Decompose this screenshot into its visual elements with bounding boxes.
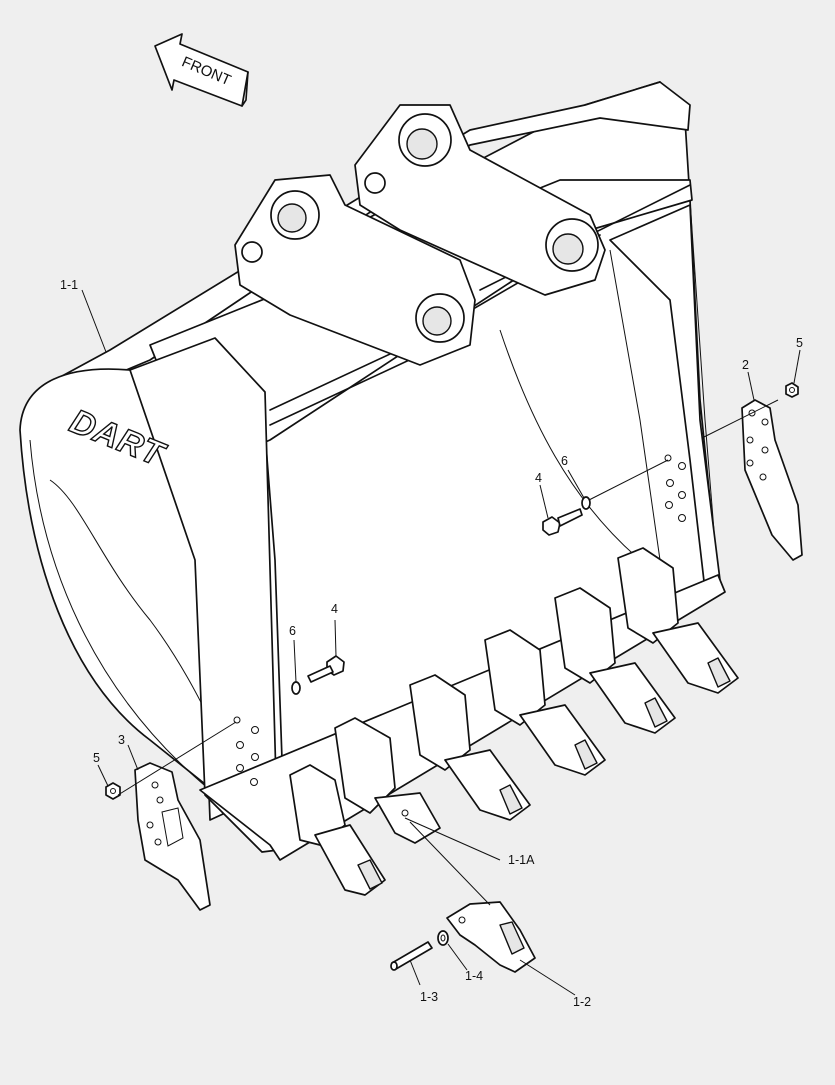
callout-4-right: 4 (535, 471, 542, 485)
nut-left (105, 782, 121, 800)
nut-right (785, 382, 799, 398)
tooth-point-exploded (446, 901, 536, 973)
callout-6-right: 6 (561, 454, 568, 468)
callout-5-left: 5 (93, 751, 100, 765)
side-cutter-right (741, 399, 803, 561)
tooth (554, 587, 676, 734)
side-cutter-holes-left (233, 716, 259, 786)
tooth (409, 674, 531, 821)
callout-1-2: 1-2 (573, 995, 591, 1009)
leader-lines (81, 289, 801, 996)
pin-retainer (437, 930, 449, 946)
callout-4-left: 4 (331, 602, 338, 616)
bucket-teeth (289, 547, 739, 896)
callout-labels: 1-1 2 5 6 4 4 6 3 5 1-1A 1-3 1-4 1-2 (60, 278, 803, 1009)
tooth (617, 547, 739, 694)
callout-1-3: 1-3 (420, 990, 438, 1004)
side-cutter-holes-right (664, 454, 686, 522)
tooth-pin (390, 941, 433, 971)
washer-left (291, 681, 301, 695)
callout-1-4: 1-4 (465, 969, 483, 983)
callout-2: 2 (742, 358, 749, 372)
callout-6-left: 6 (289, 624, 296, 638)
washer-right (581, 496, 591, 510)
side-cutter-left (134, 762, 211, 911)
tooth (334, 717, 441, 844)
tooth (484, 629, 606, 776)
tooth (289, 764, 386, 896)
front-arrow: FRONT (154, 33, 249, 107)
callout-1-1A: 1-1A (508, 853, 535, 867)
callout-5-right: 5 (796, 336, 803, 350)
callout-1-1: 1-1 (60, 278, 78, 292)
bolt-right (542, 508, 583, 536)
callout-3: 3 (118, 733, 125, 747)
